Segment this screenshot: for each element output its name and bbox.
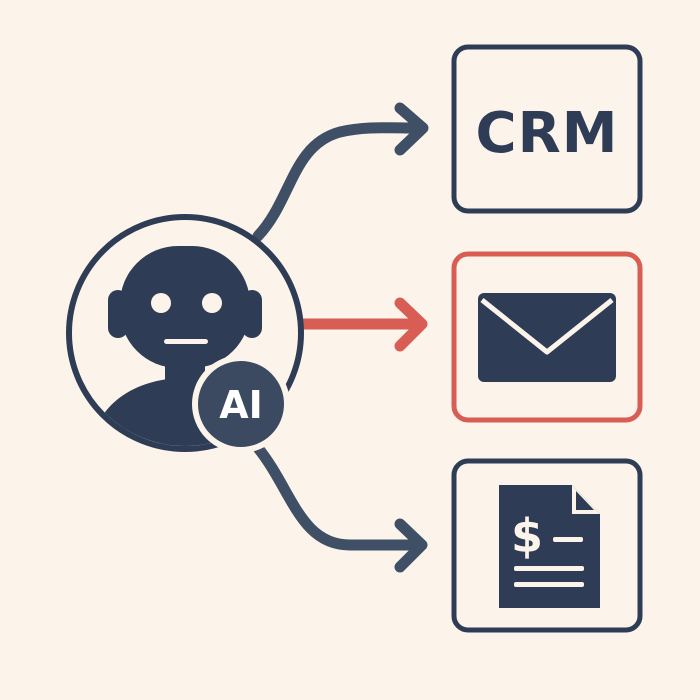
ai-badge: AI	[192, 355, 290, 453]
arrow-to-crm	[252, 102, 429, 242]
crm-label: CRM	[476, 101, 619, 166]
arrow-to-email	[298, 297, 428, 352]
email-envelope-icon	[478, 293, 616, 382]
crm-box	[451, 44, 643, 214]
ai-badge-label: AI	[219, 383, 263, 427]
invoice-dollar-symbol: $	[511, 509, 543, 563]
email-target	[451, 251, 643, 423]
crm-target: CRM	[451, 44, 643, 214]
invoice-document-icon: $	[499, 485, 600, 608]
invoice-target: $	[451, 458, 643, 633]
arrow-to-invoice	[252, 442, 428, 573]
